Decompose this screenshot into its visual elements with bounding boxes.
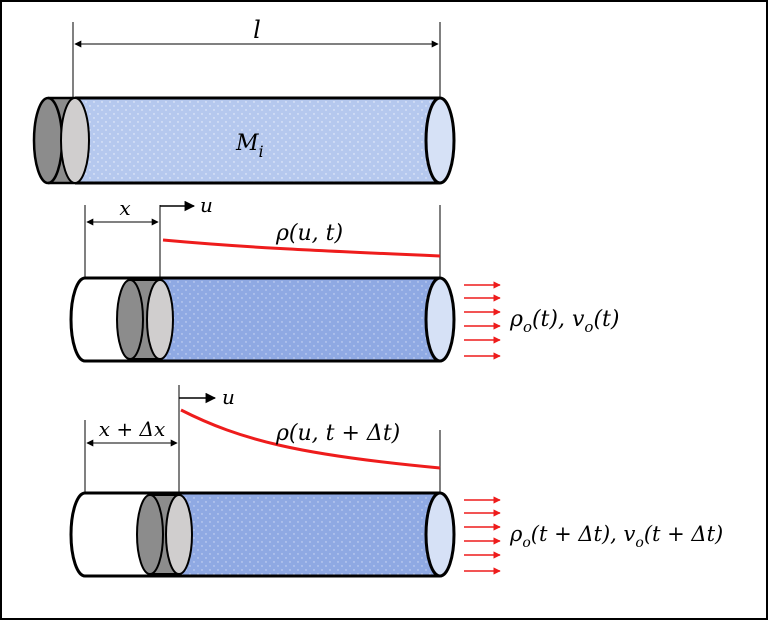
middle-outflow-label: ρo(t), vo(t) (509, 307, 619, 336)
middle-u-label: u (200, 193, 213, 217)
bottom-outlet-end (424, 491, 456, 578)
middle-outlet-end (424, 276, 456, 363)
bottom-piston-back (136, 494, 164, 575)
middle-offset-label: x (119, 196, 130, 220)
middle-fluid (160, 278, 440, 361)
bottom-offset-label: x + Δx (99, 417, 165, 441)
bottom-u-label: u (222, 385, 235, 409)
bottom-density-curve (180, 408, 441, 470)
middle-tube-left-end (69, 276, 86, 363)
middle-density-curve (162, 238, 441, 258)
bottom-piston-face (165, 494, 193, 575)
length-label: l (253, 16, 261, 44)
bottom-density-label: ρ(u, t + Δt) (275, 421, 400, 446)
top-piston-back (32, 96, 64, 185)
bottom-cylinder: x + Δx u ρ(u, t + Δt) ρo(t + Δt), vo(t +… (69, 385, 723, 578)
bottom-outflow-label: ρo(t + Δt), vo(t + Δt) (509, 522, 723, 551)
middle-density-label: ρ(u, t) (275, 221, 343, 246)
middle-piston-face (146, 279, 174, 360)
top-outlet-end (424, 96, 456, 185)
middle-outflow-arrows (464, 281, 501, 360)
top-fluid (75, 98, 440, 183)
mass-label: Mi (235, 131, 264, 161)
bottom-fluid (179, 493, 440, 576)
middle-piston-back (116, 279, 144, 360)
middle-cylinder: x u ρ(u, t) ρo(t), vo(t) (69, 193, 619, 363)
top-cylinder: l Mi (32, 16, 456, 185)
bottom-outflow-arrows (464, 496, 501, 575)
bottom-tube-left-end (69, 491, 86, 578)
top-piston-face (60, 97, 90, 184)
